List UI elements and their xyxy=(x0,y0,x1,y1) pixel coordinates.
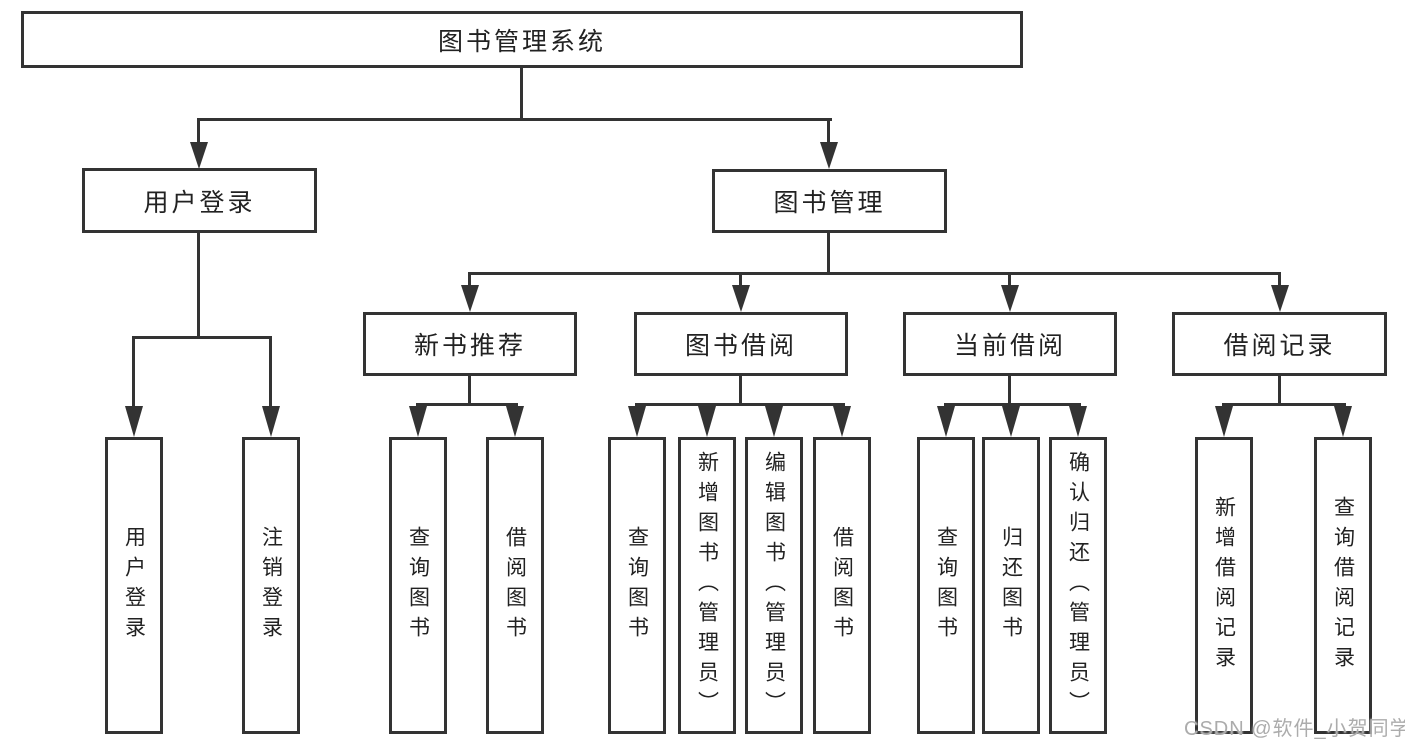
connector-book-borrow-drop xyxy=(739,272,742,287)
connector-nbr-stub xyxy=(468,376,471,405)
node-leaf-user-login: 用户登录 xyxy=(105,437,163,734)
connector-level1-rail xyxy=(197,118,832,121)
arrow-down-icon xyxy=(1069,406,1087,437)
node-book-management: 图书管理 xyxy=(712,169,947,233)
node-library-system-label: 图书管理系统 xyxy=(437,27,606,56)
node-bb-query-books: 查询图书 xyxy=(608,437,666,734)
arrow-down-icon xyxy=(765,406,783,437)
node-book-borrow-label: 图书借阅 xyxy=(684,332,797,360)
node-borrow-record: 借阅记录 xyxy=(1172,312,1387,376)
connector-cb-stub xyxy=(1008,376,1011,405)
node-leaf-logout: 注销登录 xyxy=(242,437,300,734)
node-library-system: 图书管理系统 xyxy=(21,11,1023,68)
arrow-down-icon xyxy=(190,142,208,169)
connector-current-borrow-drop xyxy=(1008,272,1011,287)
node-leaf-logout-label: 注销登录 xyxy=(259,525,283,646)
node-br-query-record: 查询借阅记录 xyxy=(1314,437,1372,734)
arrow-down-icon xyxy=(628,406,646,437)
connector-user-login-stub xyxy=(197,233,200,336)
node-cb-confirm-return-admin-label: 确认归还（管理员） xyxy=(1066,450,1090,721)
arrow-down-icon xyxy=(833,406,851,437)
connector-user-login-drop xyxy=(197,118,200,144)
node-nbr-query-books: 查询图书 xyxy=(389,437,447,734)
arrow-down-icon xyxy=(1001,285,1019,312)
csdn-watermark: CSDN @软件_小贺同学 xyxy=(1184,718,1405,740)
arrow-down-icon xyxy=(506,406,524,437)
connector-leaf-user-login-drop xyxy=(132,336,135,408)
node-bb-edit-books-admin-label: 编辑图书（管理员） xyxy=(762,450,786,721)
node-cb-query-books-label: 查询图书 xyxy=(934,525,958,646)
node-book-borrow: 图书借阅 xyxy=(634,312,848,376)
connector-bb-rail xyxy=(635,403,845,406)
connector-br-stub xyxy=(1278,376,1281,405)
arrow-down-icon xyxy=(125,406,143,437)
node-br-add-record-label: 新增借阅记录 xyxy=(1212,495,1236,676)
node-bb-add-books-admin: 新增图书（管理员） xyxy=(678,437,736,734)
arrow-down-icon xyxy=(409,406,427,437)
node-borrow-record-label: 借阅记录 xyxy=(1223,332,1336,360)
connector-level2-rail xyxy=(468,272,1280,275)
node-leaf-user-login-label: 用户登录 xyxy=(122,525,146,646)
node-nbr-query-books-label: 查询图书 xyxy=(406,525,430,646)
node-bb-borrow-books-label: 借阅图书 xyxy=(830,525,854,646)
connector-book-mgmt-stub xyxy=(827,233,830,273)
connector-cb-rail xyxy=(944,403,1081,406)
arrow-down-icon xyxy=(698,406,716,437)
node-user-login: 用户登录 xyxy=(82,168,317,233)
connector-new-book-rec-drop xyxy=(468,272,471,287)
node-current-borrow-label: 当前借阅 xyxy=(953,332,1066,360)
node-bb-borrow-books: 借阅图书 xyxy=(813,437,871,734)
arrow-down-icon xyxy=(937,406,955,437)
connector-book-mgmt-drop xyxy=(827,118,830,144)
node-new-book-recommend: 新书推荐 xyxy=(363,312,577,376)
arrow-down-icon xyxy=(820,142,838,169)
node-bb-add-books-admin-label: 新增图书（管理员） xyxy=(695,450,719,721)
connector-leaf-logout-drop xyxy=(269,336,272,408)
node-bb-edit-books-admin: 编辑图书（管理员） xyxy=(745,437,803,734)
node-cb-return-books-label: 归还图书 xyxy=(999,525,1023,646)
node-br-add-record: 新增借阅记录 xyxy=(1195,437,1253,734)
node-cb-confirm-return-admin: 确认归还（管理员） xyxy=(1049,437,1107,734)
node-new-book-recommend-label: 新书推荐 xyxy=(413,332,526,360)
node-cb-return-books: 归还图书 xyxy=(982,437,1040,734)
connector-br-rail xyxy=(1222,403,1346,406)
arrow-down-icon xyxy=(461,285,479,312)
arrow-down-icon xyxy=(732,285,750,312)
arrow-down-icon xyxy=(1215,406,1233,437)
arrow-down-icon xyxy=(1334,406,1352,437)
node-bb-query-books-label: 查询图书 xyxy=(625,525,649,646)
node-user-login-label: 用户登录 xyxy=(143,188,256,217)
arrow-down-icon xyxy=(1271,285,1289,312)
arrow-down-icon xyxy=(262,406,280,437)
node-current-borrow: 当前借阅 xyxy=(903,312,1117,376)
connector-bb-stub xyxy=(739,376,742,405)
connector-root-stub xyxy=(520,68,523,118)
node-nbr-borrow-books-label: 借阅图书 xyxy=(503,525,527,646)
node-br-query-record-label: 查询借阅记录 xyxy=(1331,495,1355,676)
node-cb-query-books: 查询图书 xyxy=(917,437,975,734)
connector-nbr-rail xyxy=(416,403,518,406)
connector-borrow-record-drop xyxy=(1278,272,1281,287)
arrow-down-icon xyxy=(1002,406,1020,437)
node-book-management-label: 图书管理 xyxy=(773,189,886,217)
node-nbr-borrow-books: 借阅图书 xyxy=(486,437,544,734)
connector-user-login-rail xyxy=(132,336,272,339)
